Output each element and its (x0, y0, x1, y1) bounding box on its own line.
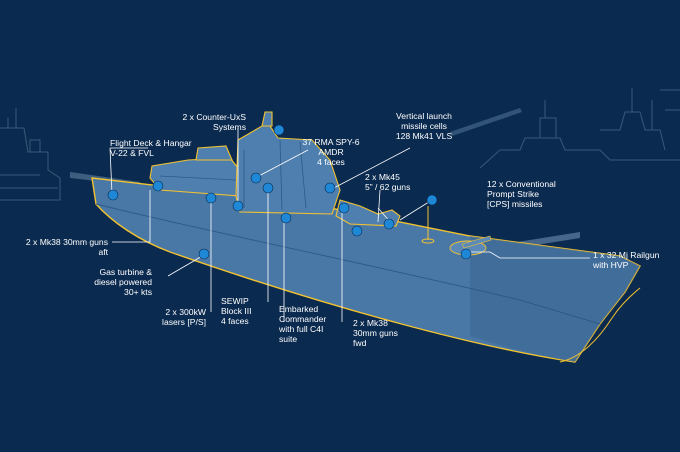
bow-wave (559, 287, 641, 363)
dot-mast (324, 182, 336, 194)
dot-sewip (262, 182, 274, 194)
ghost-ship-left (0, 108, 61, 201)
hull-shadow (470, 236, 640, 362)
dot-commander (280, 212, 292, 224)
label-mk38-aft: 2 x Mk38 30mm guns aft (25, 237, 108, 257)
dot-vls (273, 124, 285, 136)
dot-mk45-b (383, 218, 395, 230)
superstructure (149, 111, 401, 227)
dot-mk45 (351, 225, 363, 237)
dot-counter-uxs (232, 200, 244, 212)
dot-mk38-aft (152, 180, 164, 192)
dot-railgun (460, 248, 472, 260)
railgun-turret (449, 235, 492, 256)
label-mk38-fwd: 2 x Mk38 30mm guns fwd (353, 318, 398, 348)
label-commander: Embarked Commander with full C4I suite (279, 304, 327, 344)
label-mk45: 2 x Mk45 5” / 62 guns (365, 172, 411, 192)
dot-flight-deck (107, 189, 119, 201)
leader-lines (109, 128, 590, 322)
dot-propulsion (198, 248, 210, 260)
dot-mk38-fwd (338, 202, 350, 214)
label-propulsion: Gas turbine & diesel powered 30+ kts (94, 267, 152, 297)
callout-dots (107, 124, 472, 260)
dot-spy6 (250, 172, 262, 184)
label-railgun: 1 x 32 Mj Railgun with HVP (593, 250, 660, 270)
deck-line (95, 203, 601, 325)
label-flight-deck: Flight Deck & Hangar V-22 & FVL (110, 138, 192, 158)
cps-launcher (421, 206, 435, 244)
dot-cps (426, 194, 438, 206)
superstructure-detail (159, 139, 307, 211)
label-sewip: SEWIP Block III 4 faces (221, 296, 252, 326)
label-spy6: 37 RMA SPY-6 AMDR 4 faces (302, 137, 360, 167)
label-vls: Vertical launch missile cells 128 Mk41 V… (395, 111, 453, 141)
label-counter-uxs: 2 x Counter-UxS Systems (182, 112, 246, 132)
label-lasers: 2 x 300kW lasers [P/S] (162, 307, 206, 327)
ghost-ship-right (479, 88, 680, 169)
label-cps: 12 x Conventional Prompt Strike [CPS] mi… (487, 179, 556, 209)
dot-lasers (205, 192, 217, 204)
